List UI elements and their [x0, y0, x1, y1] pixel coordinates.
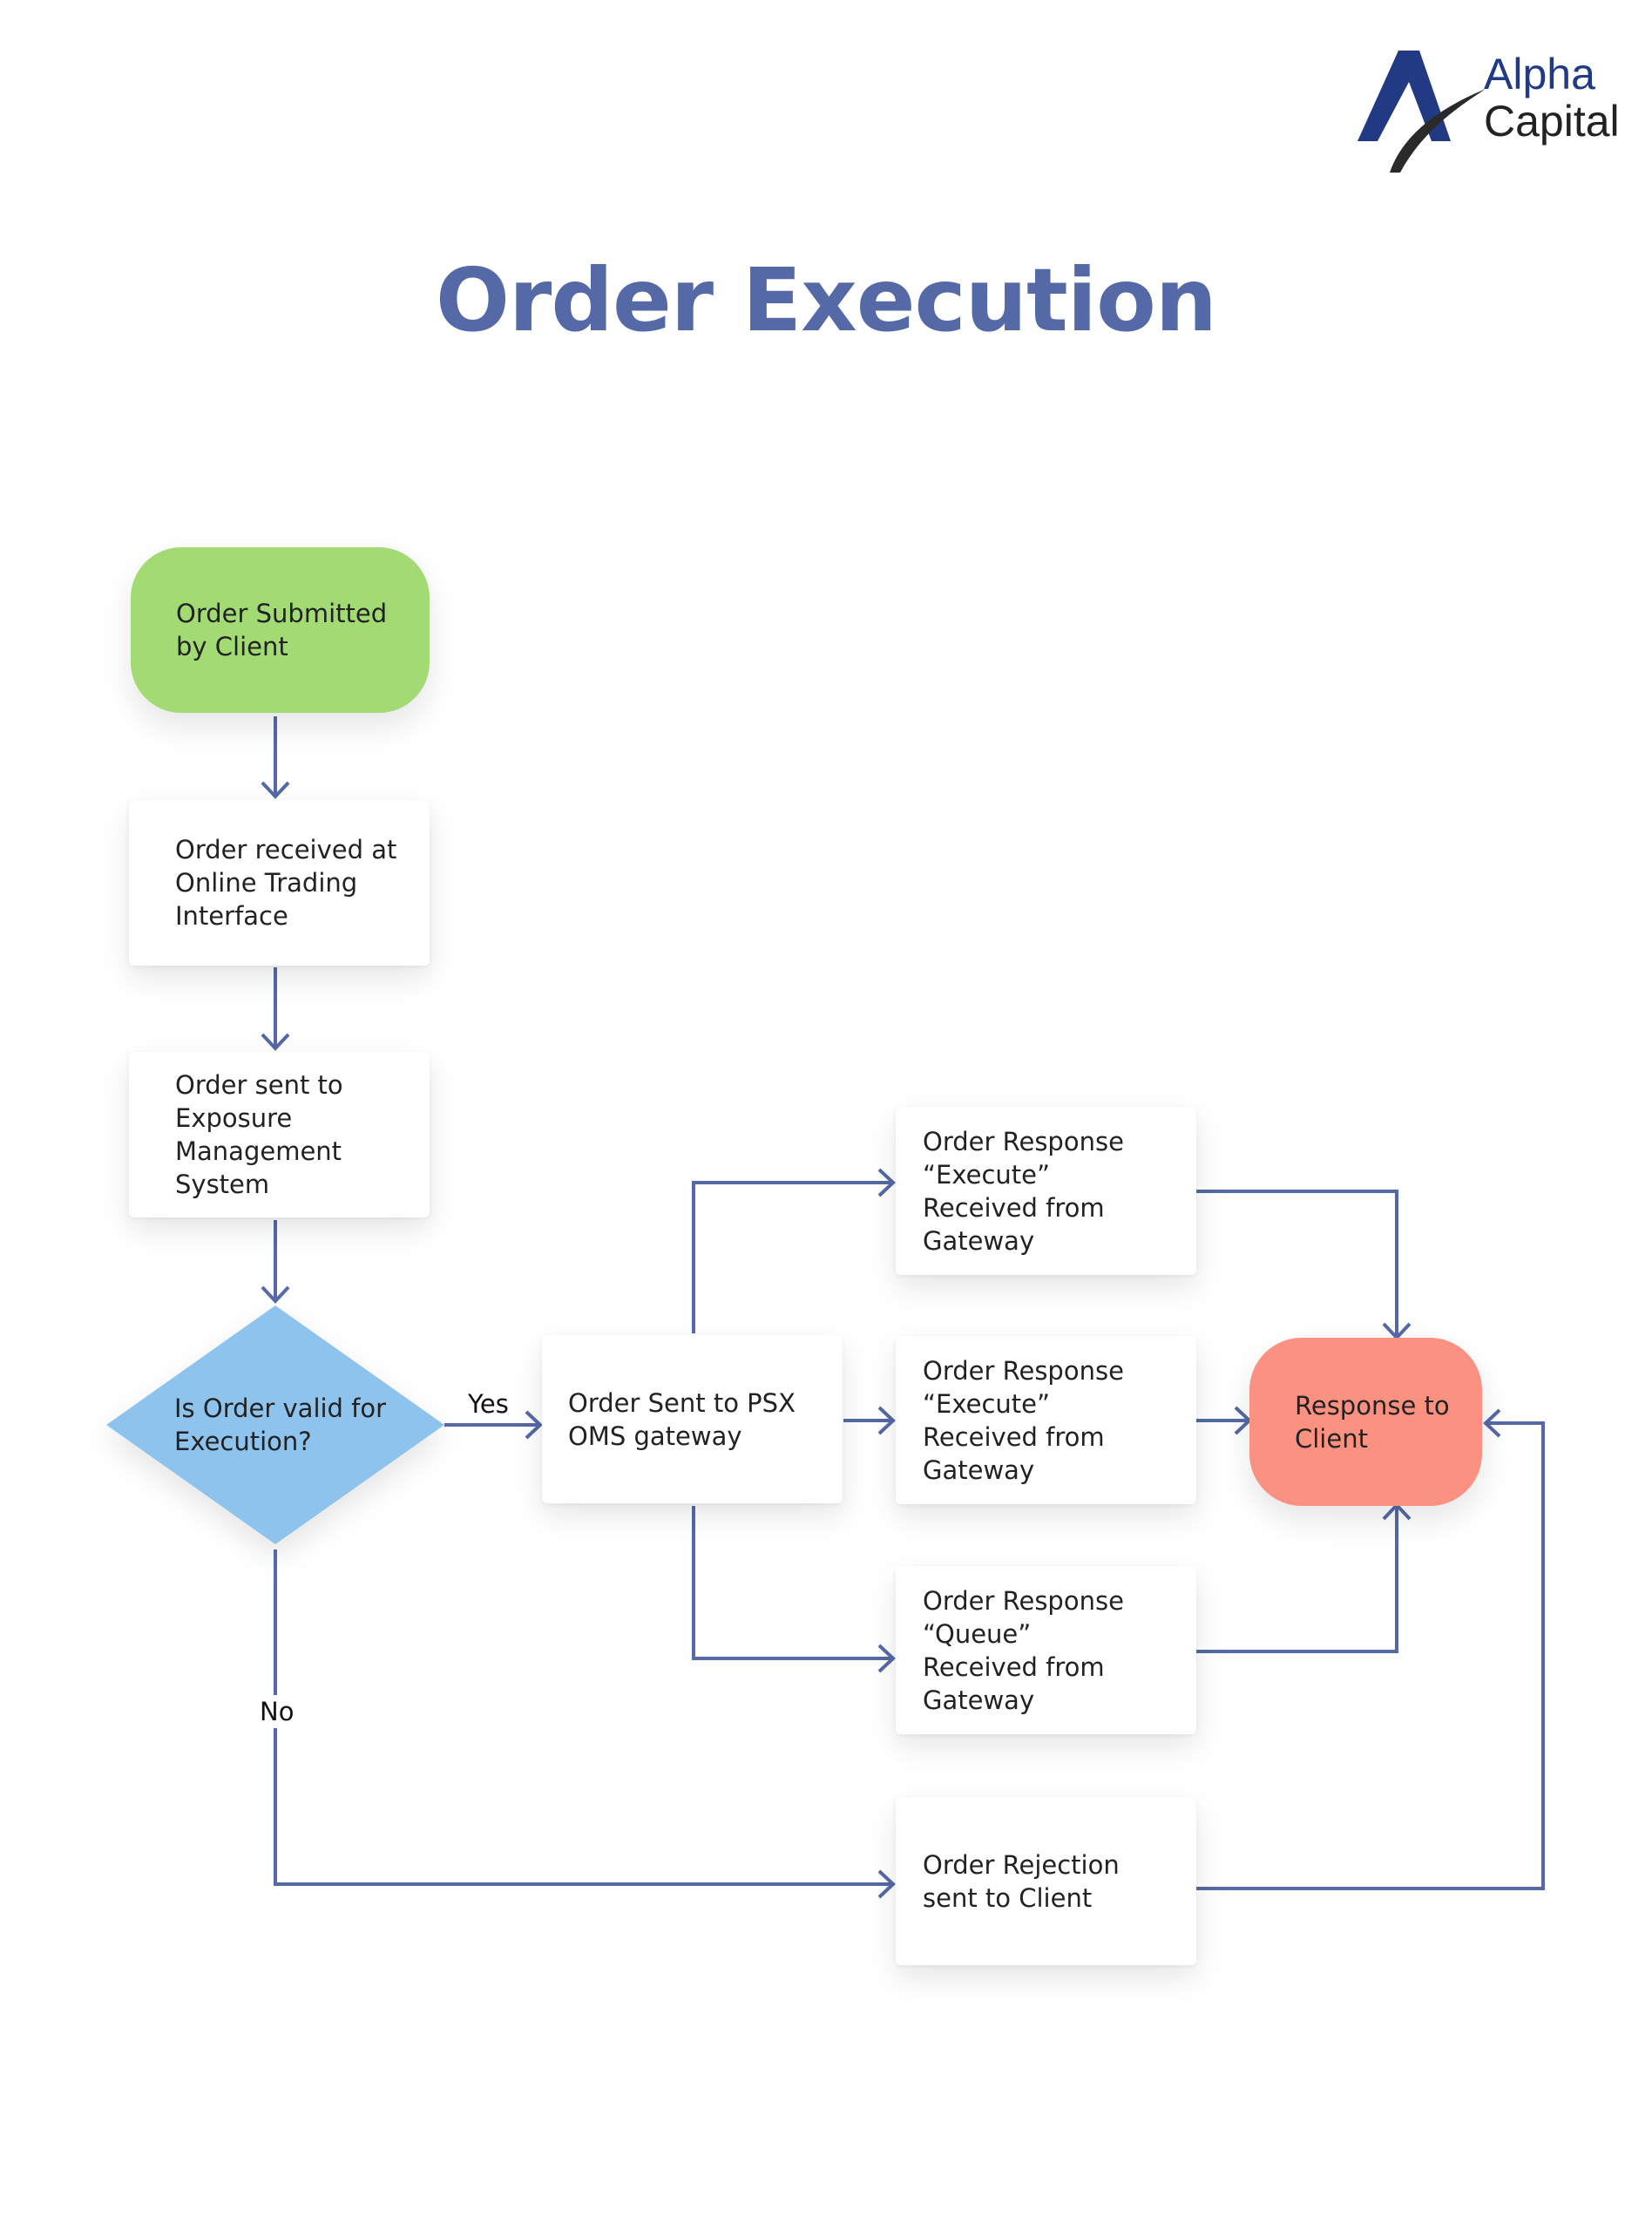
edge-queue-to-response — [1196, 1505, 1398, 1653]
node-response-execute-2-label: Order Response “Execute” Received from G… — [923, 1355, 1124, 1485]
node-decision-valid: Is Order valid for Execution? — [174, 1386, 401, 1464]
node-response-queue: Order Response “Queue” Received from Gat… — [896, 1566, 1196, 1734]
node-order-received: Order received at Online Trading Interfa… — [129, 800, 430, 966]
arrowhead — [877, 1406, 896, 1435]
node-response-to-client: Response to Client — [1249, 1338, 1482, 1506]
edge-label-yes: Yes — [468, 1389, 509, 1419]
edge-psx-to-execute-1 — [692, 1181, 893, 1333]
edge-psx-to-queue — [692, 1506, 893, 1660]
node-decision-valid-label: Is Order valid for Execution? — [174, 1394, 387, 1456]
node-order-submitted: Order Submitted by Client — [131, 547, 430, 713]
arrowhead — [261, 1285, 290, 1304]
node-response-execute-1: Order Response “Execute” Received from G… — [896, 1107, 1196, 1275]
decision-diamond — [106, 1305, 444, 1544]
alpha-capital-logo: Alpha Capital — [1355, 44, 1620, 183]
logo-word-alpha: Alpha — [1484, 50, 1595, 98]
node-order-sent-psx: Order Sent to PSX OMS gateway — [542, 1335, 843, 1503]
edge-decision-no-to-rejection — [274, 1549, 893, 1886]
logo-word-capital: Capital — [1484, 97, 1620, 146]
arrowhead — [261, 781, 290, 799]
arrowhead — [1483, 1408, 1501, 1438]
node-exposure-management: Order sent to Exposure Management System — [129, 1052, 430, 1217]
node-order-rejection: Order Rejection sent to Client — [896, 1797, 1196, 1965]
node-order-sent-psx-label: Order Sent to PSX OMS gateway — [568, 1387, 796, 1451]
arrowhead — [877, 1168, 896, 1197]
node-order-submitted-label: Order Submitted by Client — [176, 599, 388, 661]
node-response-queue-label: Order Response “Queue” Received from Gat… — [923, 1585, 1124, 1715]
logo-mark-icon — [1357, 51, 1486, 173]
edge-rejection-to-response — [1196, 1421, 1545, 1890]
node-order-rejection-label: Order Rejection sent to Client — [923, 1849, 1120, 1913]
node-response-execute-2: Order Response “Execute” Received from G… — [896, 1336, 1196, 1504]
node-order-received-label: Order received at Online Trading Interfa… — [175, 835, 397, 931]
node-response-to-client-label: Response to Client — [1295, 1390, 1450, 1454]
page-title: Order Execution — [436, 249, 1217, 351]
node-exposure-management-label: Order sent to Exposure Management System — [175, 1070, 343, 1199]
edge-execute-1-to-response — [1196, 1190, 1398, 1338]
node-response-execute-1-label: Order Response “Execute” Received from G… — [923, 1126, 1124, 1256]
arrowhead — [877, 1644, 896, 1673]
edge-label-no: No — [256, 1695, 298, 1728]
arrowhead — [261, 1033, 290, 1051]
arrowhead — [525, 1410, 543, 1440]
arrowhead — [877, 1869, 896, 1899]
